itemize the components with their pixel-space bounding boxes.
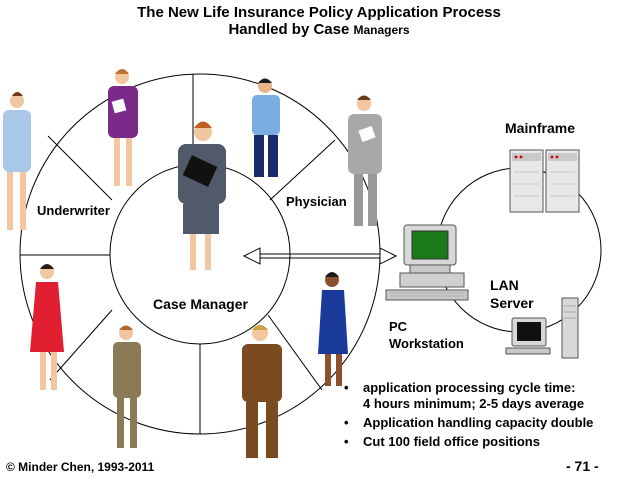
person-brown-woman <box>113 325 141 448</box>
bullet-item: • Application handling capacity double <box>344 415 593 431</box>
bullet-item: • application processing cycle time: 4 h… <box>344 380 593 412</box>
lan-line2: Server <box>490 295 534 311</box>
slide-title-line2: Handled by Case Managers <box>0 21 638 38</box>
bullet-marker: • <box>344 380 349 395</box>
bullet-marker: • <box>344 434 349 449</box>
wheel-spokes <box>20 74 336 434</box>
bullet-list: • application processing cycle time: 4 h… <box>344 380 593 453</box>
lan-line1: LAN <box>490 277 519 293</box>
label-physician: Physician <box>286 194 347 209</box>
bullet-text: Application handling capacity double <box>363 415 594 430</box>
bullet-text: application processing cycle time: <box>363 380 576 395</box>
title-line2-main: Handled by Case <box>228 21 354 38</box>
person-physician <box>348 95 382 226</box>
label-underwriter: Underwriter <box>37 203 110 218</box>
pc-line1: PC <box>389 319 408 334</box>
bullet-marker: • <box>344 415 349 430</box>
person-purple-woman <box>108 69 138 186</box>
footer-copyright: © Minder Chen, 1993-2011 <box>6 460 155 474</box>
label-lan-server: LAN Server <box>490 276 534 312</box>
person-light-blue-woman <box>3 92 31 230</box>
bullet-text-cont: 4 hours minimum; 2-5 days average <box>363 396 585 411</box>
slide-title-line1: The New Life Insurance Policy Applicatio… <box>137 4 501 21</box>
label-mainframe: Mainframe <box>505 120 576 136</box>
lan-server-icon <box>505 297 579 359</box>
pc-workstation-icon <box>385 224 469 301</box>
label-case-manager: Case Manager <box>153 296 248 312</box>
bullet-item: • Cut 100 field office positions <box>344 434 593 450</box>
pc-line2: Workstation <box>389 336 464 351</box>
label-pc-workstation: PC Workstation <box>389 318 464 352</box>
person-brown-suit-man <box>242 325 282 458</box>
footer-page-number: - 71 - <box>566 458 599 474</box>
bidirectional-arrow <box>242 247 398 265</box>
mainframe-icon <box>509 149 580 213</box>
title-line2-small: Managers <box>353 23 410 37</box>
person-blue-shirt-man <box>252 78 280 177</box>
person-blue-dress-woman <box>318 272 348 386</box>
person-red-dress-woman <box>30 264 64 390</box>
person-case-manager <box>178 121 226 270</box>
bullet-text: Cut 100 field office positions <box>363 434 540 449</box>
